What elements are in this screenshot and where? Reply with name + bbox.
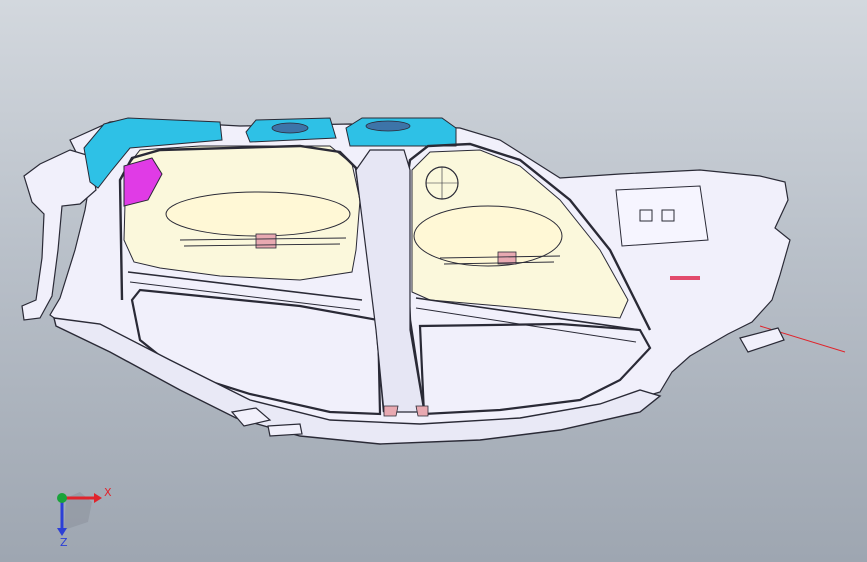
pink-pillar-foot-2 bbox=[415, 405, 429, 417]
red-marker bbox=[670, 276, 700, 280]
pink-pillar-foot bbox=[383, 405, 399, 417]
belt-line-front-2 bbox=[129, 281, 361, 311]
front-trim-slots bbox=[179, 237, 561, 265]
y-axis-dot bbox=[57, 493, 67, 503]
lower-sill-beam bbox=[53, 317, 662, 445]
belt-line-rear bbox=[415, 297, 641, 331]
front-armrest-recess bbox=[165, 191, 351, 237]
triad-shadow bbox=[64, 492, 92, 530]
magenta-bracket bbox=[123, 157, 163, 207]
pink-clip-rear bbox=[497, 251, 517, 265]
coordinate-triad: X Z bbox=[57, 486, 112, 548]
left-hinge-bracket bbox=[21, 149, 97, 321]
pink-clip-front bbox=[255, 233, 277, 249]
rear-lower-opening bbox=[418, 322, 652, 416]
b-pillar bbox=[355, 149, 425, 413]
z-axis-label: Z bbox=[60, 536, 68, 548]
lower-hinge-tab bbox=[230, 407, 272, 427]
blue-upper-trim bbox=[83, 117, 223, 189]
module-port-2 bbox=[661, 209, 675, 222]
z-axis-arrowhead bbox=[57, 528, 67, 536]
dark-blue-cap-1 bbox=[271, 122, 309, 134]
dark-blue-cap-2 bbox=[365, 120, 411, 132]
x-axis-label: X bbox=[104, 486, 112, 499]
rear-armrest-recess bbox=[413, 205, 563, 267]
module-port-1 bbox=[639, 209, 653, 222]
belt-line-rear-2 bbox=[415, 307, 637, 343]
rear-latch-hardware bbox=[739, 327, 785, 353]
x-axis-arrowhead bbox=[94, 493, 102, 503]
belt-line-front bbox=[127, 271, 363, 301]
lower-hinge-tab-2 bbox=[267, 423, 303, 437]
